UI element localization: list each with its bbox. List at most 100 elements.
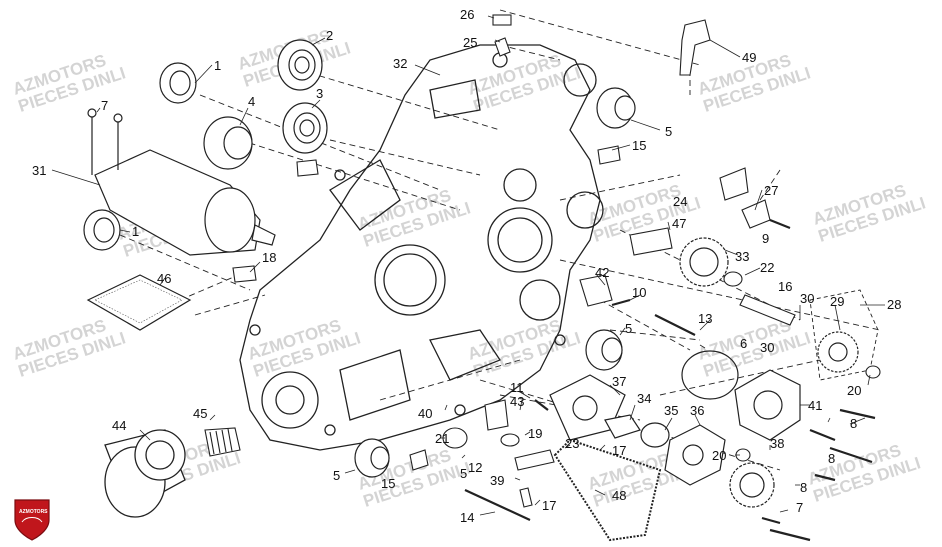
callout-label: 43 — [510, 394, 524, 409]
callout-label: 20 — [712, 448, 726, 463]
azmotors-logo: AZMOTORS — [14, 499, 50, 541]
callout-label: 17 — [542, 498, 556, 513]
callout-label: 33 — [735, 249, 749, 264]
callout-label: 3 — [316, 86, 323, 101]
callout-label: 30 — [800, 291, 814, 306]
callout-label: 31 — [32, 163, 46, 178]
starter-pinion — [251, 224, 276, 246]
pump-cover-41 — [734, 369, 801, 441]
callout-label: 5 — [625, 321, 632, 336]
shaft-16 — [739, 294, 796, 326]
case-bolt-hole — [249, 324, 261, 336]
washer-19 — [500, 433, 520, 447]
starter-end-cap — [204, 187, 256, 253]
callout-label: 17 — [612, 443, 626, 458]
assembly-line — [559, 259, 881, 331]
bearing-1-top — [159, 62, 197, 104]
spring-43 — [484, 399, 509, 431]
filter-cap-inner — [145, 440, 175, 470]
bolt-8 — [814, 473, 836, 482]
oil-strainer-screen — [86, 274, 192, 331]
callouts: 1 1 2 3 4 5 5 5 5 6 7 7 8 8 8 9 10 11 12… — [32, 7, 901, 525]
callout-label: 35 — [664, 403, 678, 418]
plug-25 — [494, 37, 511, 57]
callout-label: 29 — [830, 294, 844, 309]
callout-label: 26 — [460, 7, 474, 22]
callout-label: 18 — [262, 250, 276, 265]
callout-label: 22 — [760, 260, 774, 275]
callout-label: 45 — [193, 406, 207, 421]
assembly-line — [659, 359, 821, 396]
callout-label: 5 — [460, 466, 467, 481]
callout-label: 15 — [632, 138, 646, 153]
bolt-7 — [761, 516, 781, 525]
assembly-line — [239, 139, 461, 211]
callout-label: 46 — [157, 271, 171, 286]
shaft-39 — [514, 449, 555, 471]
sprocket-33 — [679, 237, 729, 287]
leader-lines — [51, 15, 885, 516]
callout-label: 27 — [764, 183, 778, 198]
callout-label: 13 — [698, 311, 712, 326]
shaft-47 — [629, 227, 673, 256]
callout-label: 41 — [808, 398, 822, 413]
crankcase — [239, 44, 604, 451]
breather-hose — [679, 19, 711, 76]
callout-label: 7 — [101, 98, 108, 113]
callout-label: 39 — [490, 473, 504, 488]
assembly-line — [199, 94, 441, 191]
callout-label: 1 — [214, 58, 221, 73]
callout-label: 10 — [632, 285, 646, 300]
callout-label: 14 — [460, 510, 474, 525]
case-rib — [429, 329, 501, 381]
case-rib — [329, 159, 401, 231]
callout-label: 19 — [528, 426, 542, 441]
bearing-5-top — [596, 87, 636, 129]
callout-label: 8 — [800, 480, 807, 495]
case-boss — [563, 63, 597, 97]
assembly-line — [599, 299, 691, 351]
callout-label: 5 — [333, 468, 340, 483]
gear-29 — [817, 331, 859, 373]
callout-label: 2 — [326, 28, 333, 43]
callout-label: 20 — [847, 383, 861, 398]
callout-label: 23 — [565, 436, 579, 451]
dowel-15 — [597, 145, 621, 165]
callout-label: 5 — [665, 124, 672, 139]
bearing-5-mid — [585, 329, 623, 371]
oil-pump-37 — [549, 374, 626, 441]
group-28-boundary — [809, 289, 879, 381]
bolt-8 — [809, 428, 836, 442]
pump-rotor-35 — [640, 422, 670, 448]
dowel-15-lower — [409, 449, 429, 471]
bolt-8 — [839, 408, 876, 420]
case-bolt-hole — [334, 169, 346, 181]
callout-label: 34 — [637, 391, 651, 406]
callout-label: 15 — [381, 476, 395, 491]
assembly-line — [609, 329, 701, 341]
case-bolt-hole — [324, 424, 336, 436]
callout-label: 16 — [778, 279, 792, 294]
callout-label: 36 — [690, 403, 704, 418]
assembly-line — [559, 174, 681, 201]
bolt-head — [87, 108, 97, 118]
callout-label: 28 — [887, 297, 901, 312]
callout-label: 30 — [760, 340, 774, 355]
washer-20 — [865, 365, 881, 379]
callout-label: 32 — [393, 56, 407, 71]
callout-label: 37 — [612, 374, 626, 389]
bearing-3 — [282, 102, 328, 154]
bolt-head — [113, 113, 123, 123]
bolt-14 — [464, 489, 531, 521]
assembly-line — [194, 294, 266, 316]
callout-label: 4 — [248, 94, 255, 109]
starter-motor — [87, 108, 276, 256]
callout-label: 21 — [435, 431, 449, 446]
gearbox-bore-inner — [497, 217, 543, 263]
